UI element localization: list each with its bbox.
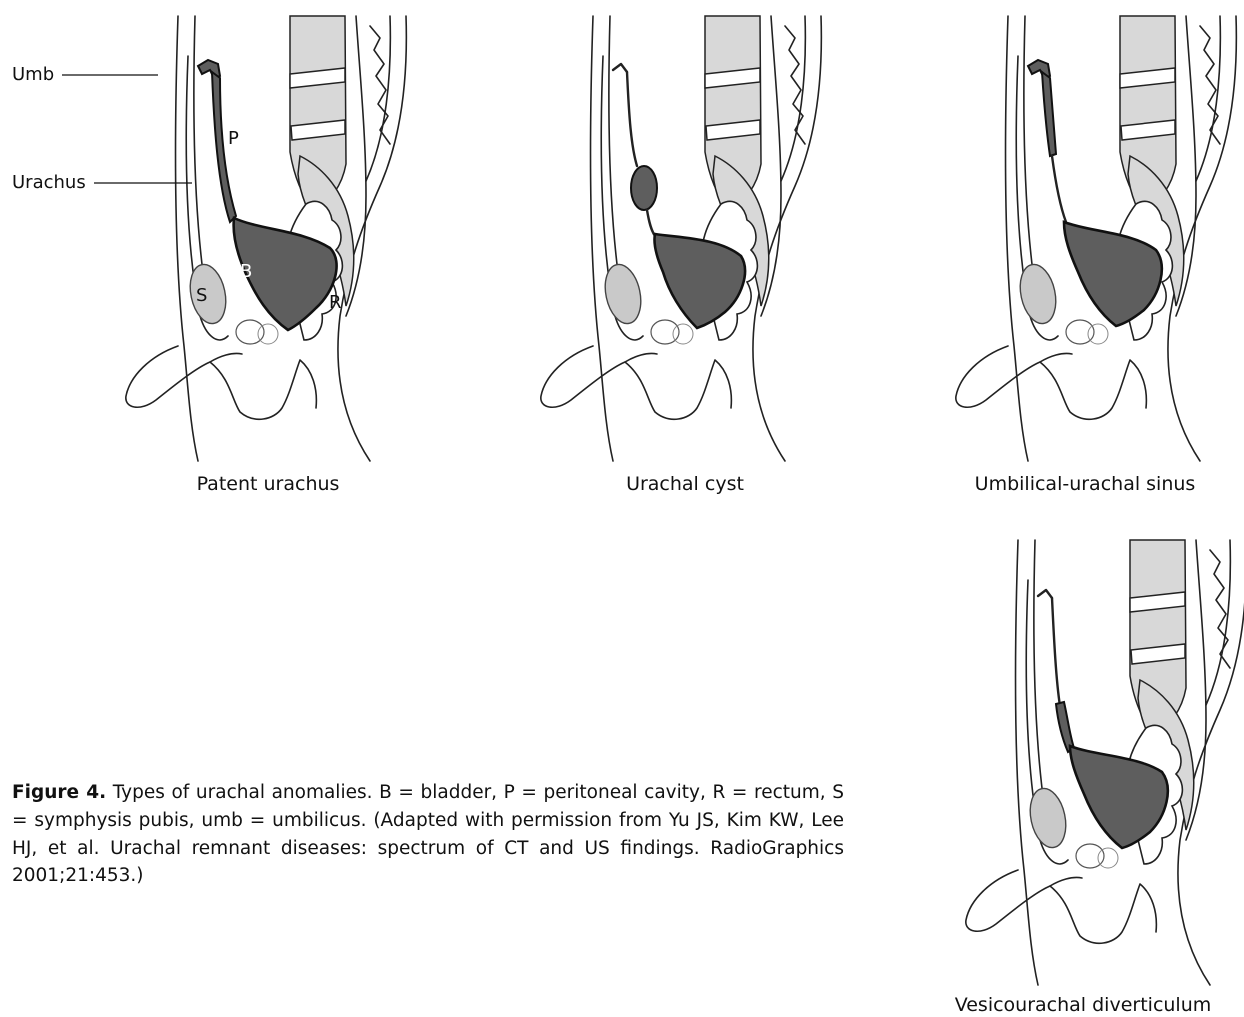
figure-caption: Figure 4. Types of urachal anomalies. B … — [12, 779, 844, 890]
label-p: P — [228, 130, 239, 148]
urachal-cyst-illustration — [535, 16, 785, 466]
panel-vesicourachal-diverticulum — [960, 540, 1210, 990]
umbilical-urachal-sinus-illustration — [950, 16, 1200, 466]
panel-urachal-cyst — [535, 16, 785, 466]
figure-text: Types of urachal anomalies. B = bladder,… — [12, 782, 844, 886]
panel-umbilical-urachal-sinus — [950, 16, 1200, 466]
caption-patent-urachus: Patent urachus — [183, 473, 353, 495]
caption-umbilical-urachal-sinus: Umbilical-urachal sinus — [960, 473, 1210, 495]
vesicourachal-diverticulum-illustration — [960, 540, 1210, 990]
caption-vesicourachal-diverticulum: Vesicourachal diverticulum — [930, 994, 1236, 1016]
figure-number: Figure 4. — [12, 782, 106, 803]
label-r: R — [329, 294, 342, 312]
caption-urachal-cyst: Urachal cyst — [600, 473, 770, 495]
label-b: B — [240, 263, 252, 281]
leader-lines — [0, 0, 200, 200]
label-s: S — [196, 287, 207, 305]
